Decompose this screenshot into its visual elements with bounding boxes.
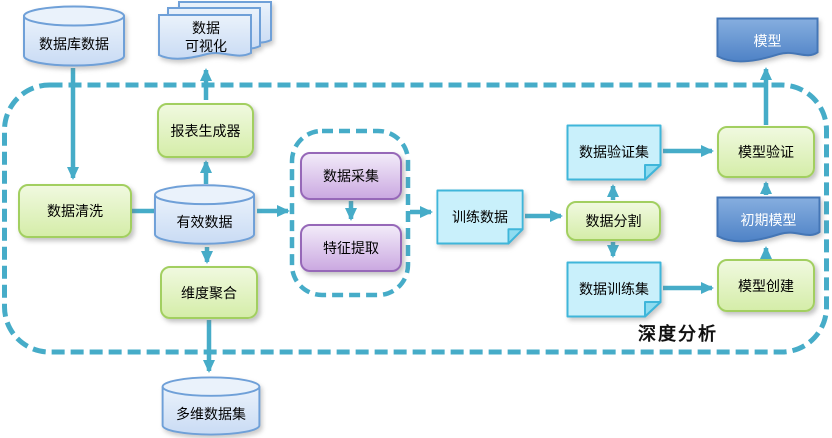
folded-note-shape-icon (436, 189, 524, 245)
folded-note-shape-icon (566, 124, 662, 181)
document-shape-icon (716, 196, 821, 243)
node-data-collection: 数据采集 (300, 152, 402, 200)
node-training-set: 数据训练集 (566, 261, 662, 318)
node-data-visualization: 数据 可视化 (157, 1, 273, 66)
multi-document-shape-icon (158, 1, 272, 60)
node-label: 多维数据集 (176, 405, 246, 422)
node-label: 数据库数据 (39, 35, 109, 52)
deep-analysis-region-label: 深度分析 (638, 324, 718, 344)
node-label: 模型验证 (738, 144, 794, 160)
cylinder-shape-icon (153, 184, 256, 245)
folded-note-shape-icon (566, 261, 662, 318)
collection-extraction-dashed-group (289, 128, 411, 298)
node-model-verification: 模型验证 (717, 126, 815, 178)
node-model: 模型 (716, 17, 819, 65)
node-data-split: 数据分割 (566, 201, 661, 241)
node-model-creation: 模型创建 (717, 259, 815, 312)
node-data-cleaning: 数据清洗 (18, 184, 132, 238)
node-label: 数据验证集 (579, 144, 649, 161)
node-label: 报表生成器 (170, 122, 241, 139)
node-valid-data: 有效数据 (153, 183, 256, 246)
node-label: 维度聚合 (181, 284, 237, 301)
deep-analysis-dashed-boundary (2, 82, 829, 355)
node-label: 数据采集 (323, 168, 379, 184)
node-initial-model: 初期模型 (716, 196, 821, 245)
node-dimension-aggregation: 维度聚合 (160, 266, 258, 319)
node-label: 数据清洗 (47, 203, 103, 219)
node-label: 有效数据 (176, 214, 233, 231)
node-report-generator: 报表生成器 (157, 103, 254, 158)
node-multidimensional-dataset: 多维数据集 (158, 376, 264, 436)
node-label: 初期模型 (740, 212, 797, 229)
node-label: 数据训练集 (579, 281, 649, 298)
node-training-data: 训练数据 (436, 189, 524, 245)
document-shape-icon (716, 17, 819, 63)
node-validation-set: 数据验证集 (566, 124, 662, 181)
cylinder-shape-icon (161, 376, 261, 436)
node-label: 模型 (753, 32, 782, 49)
node-feature-extraction: 特征提取 (300, 224, 402, 272)
node-label: 训练数据 (452, 208, 508, 225)
node-database-data: 数据库数据 (22, 5, 126, 67)
node-label: 数据 可视化 (185, 19, 227, 54)
node-label: 模型创建 (738, 277, 794, 294)
cylinder-shape-icon (23, 5, 125, 67)
node-label: 特征提取 (323, 240, 379, 256)
node-label: 数据分割 (585, 213, 642, 229)
